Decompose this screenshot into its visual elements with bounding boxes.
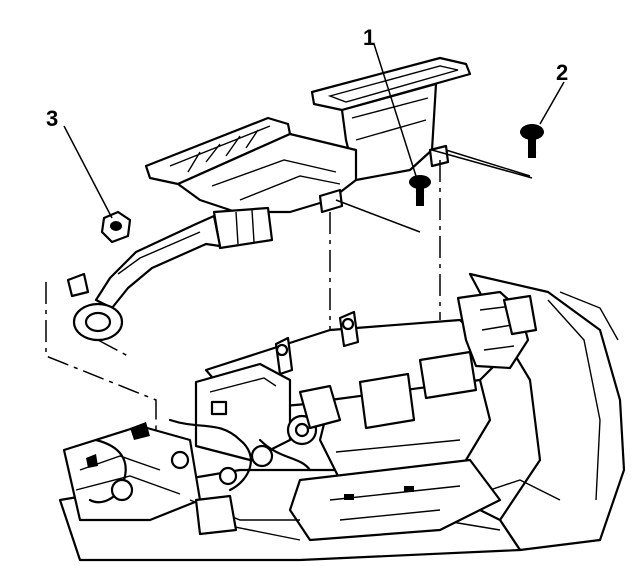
fastener-2-icon: [520, 124, 544, 158]
upper-duct-assembly: [66, 56, 472, 342]
callout-3-label: 3: [46, 106, 59, 131]
leader-lines: [63, 43, 565, 233]
hvac-module: [58, 272, 626, 562]
alignment-lines: [45, 160, 441, 470]
callout-1-label: 1: [363, 25, 376, 50]
fastener-3-icon: [100, 210, 132, 244]
callout-2-label: 2: [556, 60, 569, 85]
fastener-1-icon: [409, 175, 431, 206]
